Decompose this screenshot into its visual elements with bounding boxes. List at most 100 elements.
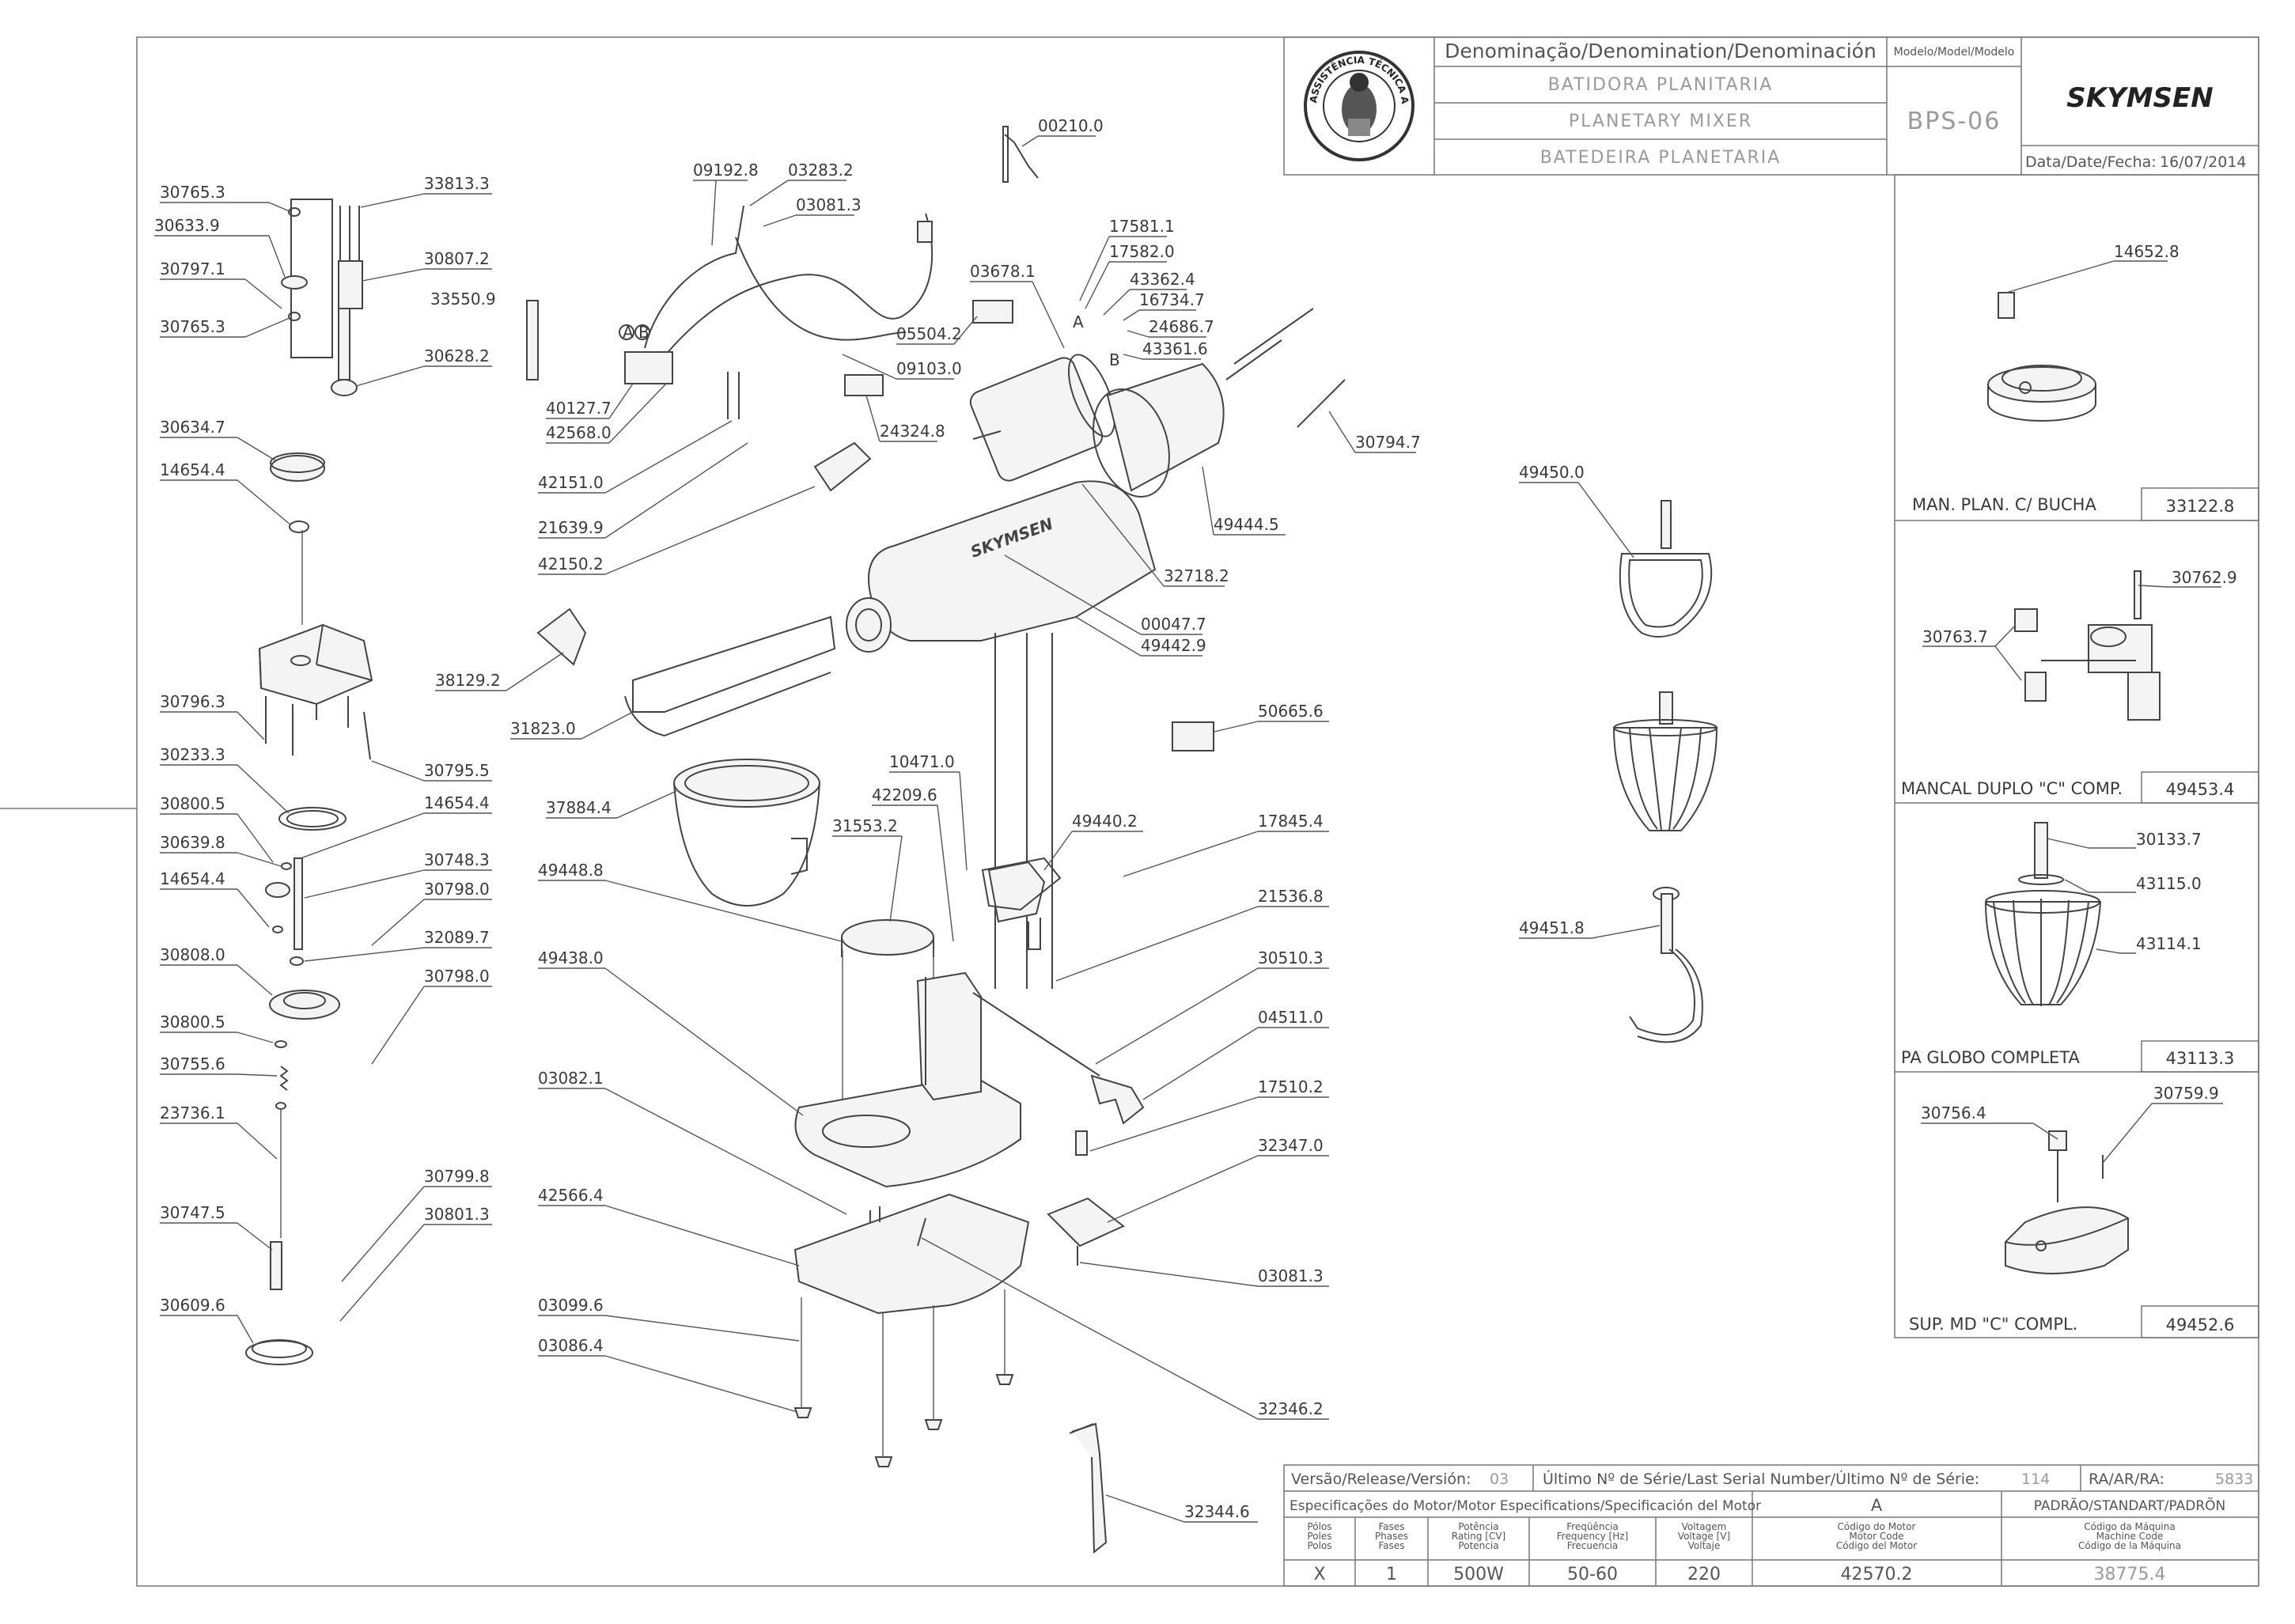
value-motor-code: 42570.2 (1841, 1565, 1913, 1584)
callout-14654-4-b: 14654.4 (424, 793, 490, 812)
callout-17582-0: 17582.0 (1109, 242, 1175, 261)
callout-30800-5-b: 30800.5 (160, 1013, 225, 1032)
callout-17510-2: 17510.2 (1258, 1077, 1324, 1096)
callout-30765-3: 30765.3 (160, 183, 225, 202)
planetary-gear-stack: 30765.3 30633.9 30797.1 30765.3 33813.3 … (154, 174, 539, 1365)
panel-name-mancal-duplo: MANCAL DUPLO "C" COMP. (1901, 779, 2123, 798)
version-value: 03 (1490, 1471, 1509, 1488)
panel-code-mancal-duplo: 49453.4 (2166, 780, 2235, 799)
wire-whip (1612, 691, 1718, 831)
callout-31553-2: 31553.2 (832, 816, 898, 835)
date-label: Data/Date/Fecha: (2025, 153, 2157, 171)
callout-03082-1: 03082.1 (538, 1069, 604, 1088)
mixer-body-assembly: 10471.0 42209.6 49440.2 17845.4 37884.4 … (538, 752, 1329, 1554)
marker-b: B (638, 323, 649, 342)
panel-pa-globo: 30133.7 43115.0 43114.1 PA GLOBO COMPLET… (1901, 822, 2235, 1068)
version-label: Versão/Release/Versión: (1291, 1471, 1471, 1488)
callout-04511-0: 04511.0 (1258, 1008, 1324, 1027)
callout-38129-2: 38129.2 (435, 671, 501, 690)
flat-beater (1619, 500, 1713, 638)
callout-00210-0: 00210.0 (1038, 116, 1104, 135)
callout-49442-9: 49442.9 (1141, 636, 1206, 655)
callout-37884-4: 37884.4 (546, 798, 612, 817)
panel-man-plan: 14652.8 MAN. PLAN. C/ BUCHA 33122.8 (1912, 242, 2234, 516)
callout-42568-0: 42568.0 (546, 423, 612, 442)
panel-name-pa-globo: PA GLOBO COMPLETA (1901, 1048, 2080, 1067)
motor (969, 354, 1115, 482)
callout-30800-5: 30800.5 (160, 794, 225, 813)
assistencia-tecnica-seal: ASSISTÊNCIA TÉCNICA AUTORIZADA (0, 0, 1414, 161)
callout-30798-0-b: 30798.0 (424, 967, 490, 986)
panel-code-sup-md: 49452.6 (2166, 1315, 2235, 1334)
model-code: BPS-06 (1907, 108, 2001, 135)
callout-30808-0: 30808.0 (160, 945, 225, 964)
name-pt: BATEDEIRA PLANETARIA (1540, 148, 1782, 168)
callout-43115-0: 43115.0 (2136, 874, 2202, 893)
callout-21536-8: 21536.8 (1258, 887, 1324, 906)
callout-33550-9: 33550.9 (430, 290, 496, 309)
callout-03081-3: 03081.3 (796, 195, 862, 214)
mixing-tools: 49450.0 49451.8 (1519, 463, 1718, 1043)
value-machine-code: 38775.4 (2094, 1565, 2166, 1584)
callout-17845-4: 17845.4 (1258, 812, 1324, 831)
callout-30799-8: 30799.8 (424, 1167, 490, 1186)
mixer-head-assembly: A B SKYMSEN (435, 116, 1421, 989)
callout-43362-4: 43362.4 (1130, 270, 1195, 289)
motor-spec-label: Especificações do Motor/Motor Especifica… (1290, 1498, 1761, 1514)
callout-42209-6: 42209.6 (872, 786, 937, 804)
callout-33813-3: 33813.3 (424, 174, 490, 193)
callout-03678-1: 03678.1 (970, 262, 1036, 281)
callout-30748-3: 30748.3 (424, 850, 490, 869)
callout-30639-8: 30639.8 (160, 833, 225, 852)
callout-49444-5: 49444.5 (1214, 515, 1279, 534)
serial-value: 114 (2021, 1471, 2050, 1488)
callout-42151-0: 42151.0 (538, 473, 604, 492)
callout-30797-1: 30797.1 (160, 259, 225, 278)
callout-30755-6: 30755.6 (160, 1054, 225, 1073)
seal-text: ASSISTÊNCIA TÉCNICA AUTORIZADA (0, 0, 1411, 105)
panel-code-pa-globo: 43113.3 (2166, 1049, 2235, 1068)
bowl (673, 759, 820, 907)
marker-a-2: A (1073, 312, 1084, 331)
callout-49440-2: 49440.2 (1072, 812, 1138, 831)
mixer-head-housing: SKYMSEN (846, 480, 1157, 653)
callout-30634-7: 30634.7 (160, 418, 225, 437)
value-phases: 1 (1386, 1565, 1397, 1584)
callout-32089-7: 32089.7 (424, 928, 490, 947)
date-value: 16/07/2014 (2160, 153, 2247, 171)
callout-32347-0: 32347.0 (1258, 1136, 1324, 1155)
callout-09192-8: 09192.8 (693, 161, 759, 180)
callout-24324-8: 24324.8 (880, 422, 945, 441)
ra-value: 5833 (2215, 1471, 2253, 1488)
callout-40127-7: 40127.7 (546, 399, 612, 418)
callout-21639-9: 21639.9 (538, 518, 604, 537)
callout-14654-4: 14654.4 (160, 460, 225, 479)
callout-30756-4: 30756.4 (1921, 1103, 1986, 1122)
value-voltage: 220 (1687, 1565, 1721, 1584)
callout-16734-7: 16734.7 (1139, 290, 1205, 309)
value-frequency: 50-60 (1567, 1565, 1618, 1584)
callout-09103-0: 09103.0 (896, 359, 962, 378)
callout-30796-3: 30796.3 (160, 692, 225, 711)
callout-50665-6: 50665.6 (1258, 702, 1324, 721)
standard-label: PADRÃO/STANDART/PADRÕN (2034, 1497, 2226, 1514)
callout-03099-6: 03099.6 (538, 1296, 604, 1315)
callout-14652-8: 14652.8 (2114, 242, 2179, 261)
callout-30609-6: 30609.6 (160, 1296, 225, 1315)
callout-49451-8: 49451.8 (1519, 918, 1585, 937)
callout-30233-3: 30233.3 (160, 745, 225, 764)
callout-49450-0: 49450.0 (1519, 463, 1585, 482)
ra-label: RA/AR/RA: (2089, 1471, 2164, 1488)
callout-00047-7: 00047.7 (1141, 615, 1206, 634)
callout-10471-0: 10471.0 (889, 752, 955, 771)
callout-30747-5: 30747.5 (160, 1203, 225, 1222)
panel-sup-md: 30756.4 30759.9 SUP. MD "C" COMPL. 49452… (1909, 1084, 2234, 1334)
value-rating: 500W (1453, 1565, 1504, 1584)
side-panels: 14652.8 MAN. PLAN. C/ BUCHA 33122.8 3076… (1894, 174, 2259, 1338)
name-en: PLANETARY MIXER (1569, 112, 1752, 131)
callout-30759-9: 30759.9 (2153, 1084, 2219, 1103)
